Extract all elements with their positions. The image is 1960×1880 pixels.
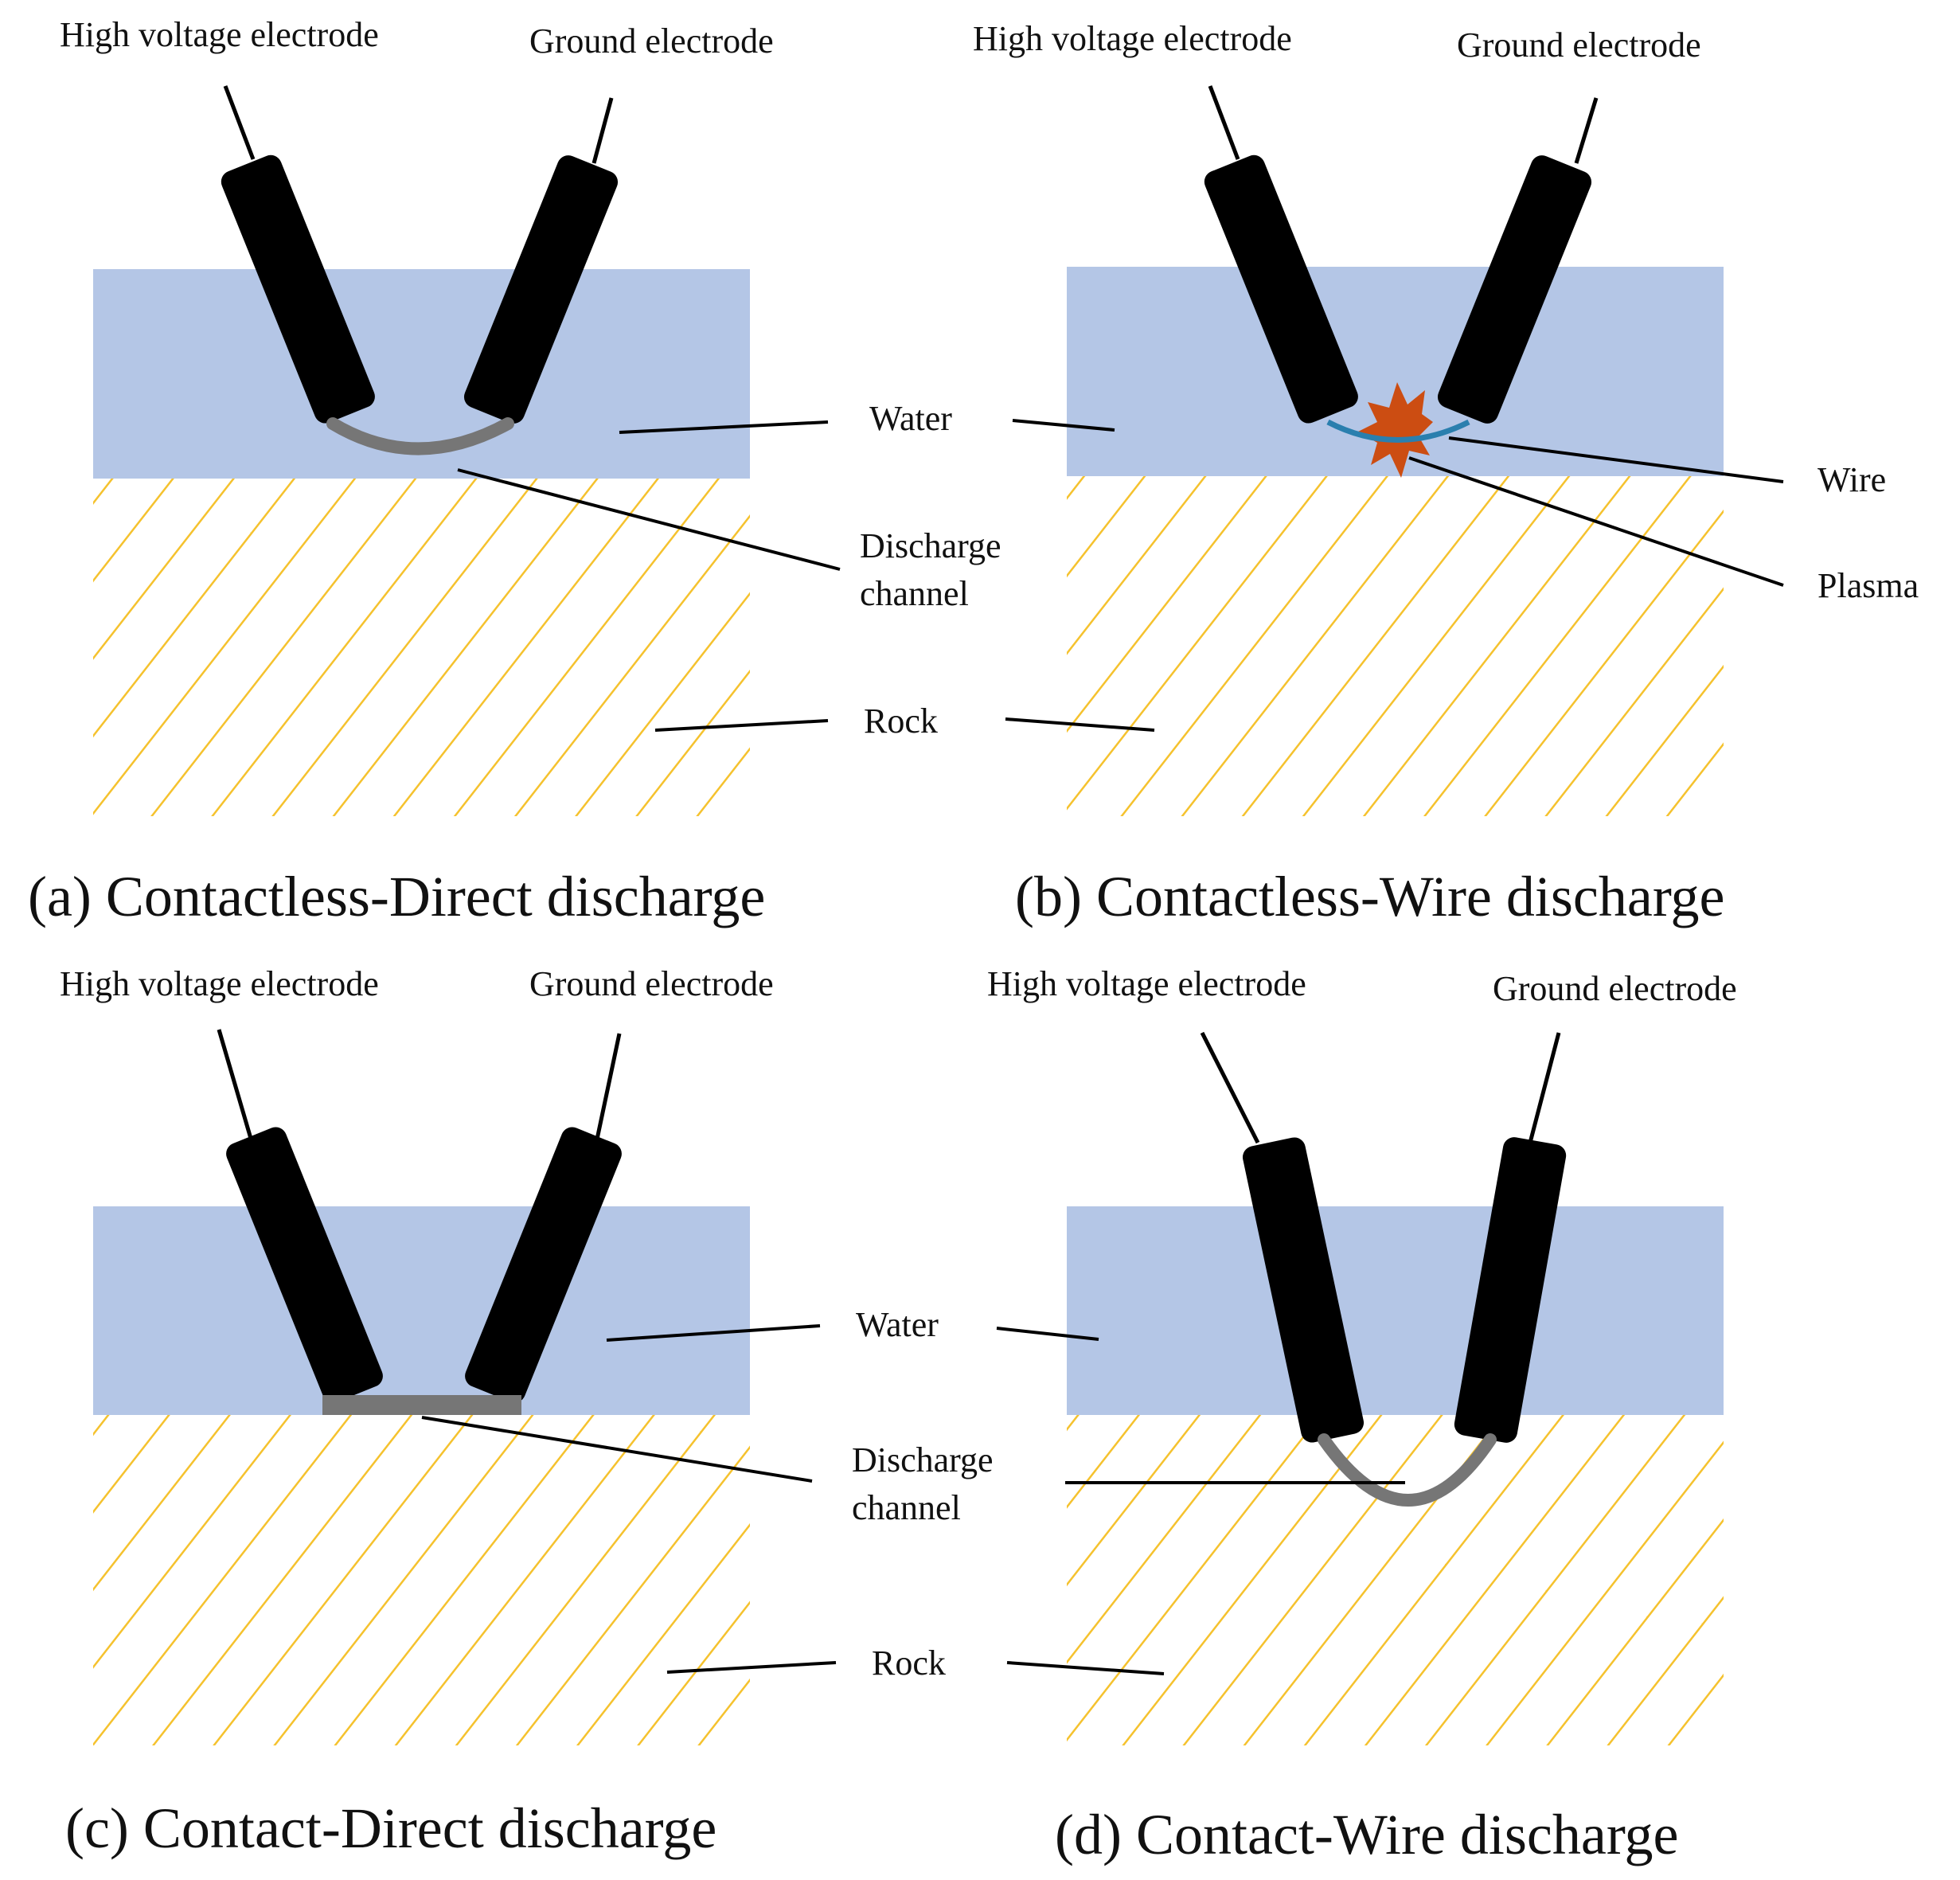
water-leader bbox=[606, 1324, 821, 1342]
ground-electrode bbox=[465, 1127, 622, 1403]
panel-caption: (c) Contact-Direct discharge bbox=[65, 1796, 716, 1860]
plasma-leader bbox=[1408, 456, 1784, 587]
discharge-channel bbox=[326, 417, 514, 455]
hv-electrode-label: High voltage electrode bbox=[60, 964, 379, 1003]
hv-cable bbox=[1208, 85, 1240, 160]
water-leader bbox=[1012, 419, 1115, 432]
panel-c: High voltage electrode Ground electrode … bbox=[60, 964, 837, 1860]
ground-electrode bbox=[1437, 155, 1592, 424]
hv-electrode-label: High voltage electrode bbox=[973, 19, 1292, 58]
panel-caption: (b) Contactless-Wire discharge bbox=[1015, 865, 1724, 928]
rock-block bbox=[1067, 1415, 1724, 1745]
discharge-channel-label-line2: channel bbox=[860, 574, 969, 613]
rock-leader bbox=[1005, 717, 1155, 732]
discharge-channel-label: Discharge bbox=[860, 526, 1001, 565]
ground-electrode bbox=[1454, 1137, 1567, 1443]
wire-label: Wire bbox=[1817, 460, 1886, 499]
hv-electrode bbox=[1204, 154, 1358, 424]
water-layer bbox=[93, 1206, 750, 1415]
rock-label: Rock bbox=[864, 702, 938, 741]
plasma-burst bbox=[1358, 382, 1433, 478]
ground-cable bbox=[1574, 97, 1599, 164]
channel-leader bbox=[457, 468, 841, 571]
ground-electrode-label: Ground electrode bbox=[1457, 25, 1701, 64]
channel-leader bbox=[421, 1416, 813, 1483]
rock-block bbox=[1067, 476, 1724, 816]
discharge-channel bbox=[1318, 1433, 1497, 1507]
hv-electrode-label: High voltage electrode bbox=[60, 15, 379, 54]
water-label: Water bbox=[856, 1305, 939, 1344]
panel-caption: (d) Contact-Wire discharge bbox=[1055, 1803, 1678, 1866]
ground-cable bbox=[1528, 1032, 1561, 1143]
rock-block bbox=[93, 1415, 750, 1745]
discharge-channel-label: Discharge bbox=[852, 1440, 994, 1479]
ground-electrode-label: Ground electrode bbox=[529, 21, 774, 61]
rock-label: Rock bbox=[872, 1644, 946, 1683]
rock-leader bbox=[666, 1661, 837, 1674]
discharge-channel-label-line2: channel bbox=[852, 1488, 961, 1527]
ground-electrode bbox=[463, 155, 619, 424]
hv-cable bbox=[217, 1029, 256, 1147]
rock-leader bbox=[654, 719, 829, 732]
rock-leader bbox=[1006, 1661, 1165, 1675]
panel-d: High voltage electrode Ground electrode … bbox=[987, 964, 1737, 1866]
hv-electrode bbox=[221, 154, 375, 424]
water-label: Water bbox=[869, 399, 952, 438]
rock-block bbox=[93, 479, 750, 816]
plasma-label: Plasma bbox=[1817, 566, 1919, 605]
wire-leader bbox=[1448, 436, 1784, 483]
hv-cable bbox=[1200, 1031, 1260, 1144]
water-leader bbox=[619, 420, 829, 434]
hv-cable bbox=[223, 85, 256, 160]
panel-b: High voltage electrode Ground electrode … bbox=[973, 19, 1784, 928]
ground-electrode-label: Ground electrode bbox=[529, 964, 774, 1003]
hv-electrode bbox=[1242, 1137, 1365, 1443]
panel-a: High voltage electrode Ground electrode … bbox=[28, 15, 841, 928]
water-leader bbox=[996, 1327, 1099, 1341]
ground-cable bbox=[593, 1033, 622, 1147]
discharge-channel bbox=[322, 1395, 521, 1415]
ground-electrode-label: Ground electrode bbox=[1493, 969, 1737, 1008]
hv-electrode bbox=[226, 1127, 383, 1403]
panel-caption: (a) Contactless-Direct discharge bbox=[28, 865, 765, 928]
wire bbox=[1326, 419, 1470, 443]
water-layer bbox=[1067, 1206, 1724, 1415]
ground-cable bbox=[592, 97, 614, 164]
hv-electrode-label: High voltage electrode bbox=[987, 964, 1306, 1003]
